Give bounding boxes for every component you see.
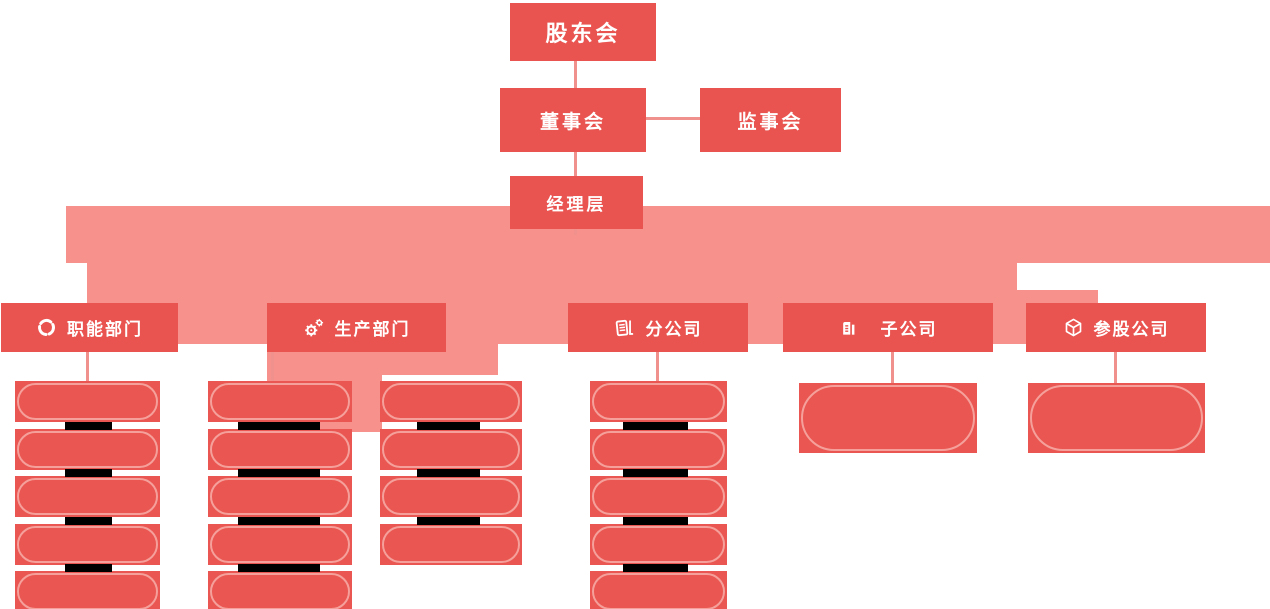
redaction-bar	[417, 516, 480, 525]
connector-invested-col	[1114, 352, 1117, 383]
pill-border	[210, 430, 350, 468]
org-pill	[380, 428, 522, 470]
connector-functional-col	[86, 352, 89, 381]
pill-border	[592, 383, 725, 420]
org-pill	[208, 571, 352, 609]
redaction-bar	[417, 421, 480, 430]
pill-border	[592, 478, 725, 515]
header-branch-label: 分公司	[645, 320, 703, 340]
org-pill	[208, 381, 352, 422]
header-subsidiary-label: 子公司	[880, 320, 938, 340]
pill-border	[382, 383, 520, 420]
pill-border	[210, 478, 350, 515]
node-board: 董事会	[500, 88, 646, 152]
connector-shareholders-board	[574, 61, 577, 88]
pill-border	[801, 385, 975, 451]
org-pill	[590, 428, 727, 470]
pill-border	[17, 573, 158, 609]
cube-icon	[1063, 317, 1084, 338]
org-pill	[799, 383, 977, 453]
header-production-departments: 生产部门	[267, 303, 446, 352]
pill-border	[382, 430, 520, 468]
org-pill	[380, 381, 522, 422]
pill-border	[382, 525, 520, 563]
pill-border	[1030, 385, 1203, 451]
redaction-bar	[238, 469, 320, 477]
header-subsidiary-company: 子公司	[783, 303, 993, 352]
redaction-bar	[417, 469, 480, 477]
pill-border	[592, 525, 725, 563]
org-pill	[590, 381, 727, 422]
redaction-bar	[65, 564, 112, 572]
org-pill	[15, 476, 160, 517]
redaction-bar	[238, 421, 320, 430]
org-pill	[208, 428, 352, 470]
pill-border	[210, 383, 350, 420]
org-pill	[590, 523, 727, 565]
redaction-bar	[623, 516, 688, 525]
redaction-bar	[238, 564, 320, 572]
pill-border	[17, 430, 158, 468]
redaction-bar	[65, 469, 112, 477]
branch-building-icon	[614, 317, 636, 339]
redaction-bar	[65, 421, 112, 430]
connector-production-col	[271, 352, 274, 381]
redaction-bar	[623, 469, 688, 477]
connector-branch-col	[656, 352, 659, 381]
pill-border	[382, 478, 520, 515]
node-management: 经理层	[510, 176, 643, 229]
header-functional-label: 职能部门	[67, 320, 143, 340]
connector-board-supervisors	[646, 117, 700, 120]
header-production-label: 生产部门	[334, 320, 411, 340]
connector-subsidiary-col	[891, 352, 894, 383]
org-pill	[590, 476, 727, 517]
org-pill	[208, 523, 352, 565]
org-pill	[380, 523, 522, 565]
band-main	[66, 206, 1270, 263]
node-board-label: 董事会	[539, 110, 606, 133]
redaction-bar	[238, 516, 320, 525]
connector-management-band	[574, 229, 577, 235]
header-invested-company: 参股公司	[1026, 303, 1206, 352]
pill-border	[17, 478, 158, 515]
header-invested-label: 参股公司	[1093, 320, 1170, 340]
header-branch-company: 分公司	[568, 303, 748, 352]
pill-border	[210, 525, 350, 563]
header-functional-departments: 职能部门	[1, 303, 178, 352]
band-second	[87, 263, 1017, 303]
node-management-label: 经理层	[546, 195, 607, 215]
org-pill	[15, 428, 160, 470]
pill-border	[592, 573, 725, 609]
node-shareholders-label: 股东会	[545, 22, 621, 47]
gears-icon	[303, 317, 325, 339]
circular-arrows-icon	[36, 317, 57, 338]
node-shareholders: 股东会	[510, 3, 656, 61]
pill-border	[592, 430, 725, 468]
redaction-bar	[623, 421, 688, 430]
band-right-step	[1017, 290, 1098, 303]
org-pill	[15, 571, 160, 609]
node-supervisors-label: 监事会	[737, 110, 804, 133]
org-pill	[208, 476, 352, 517]
pill-border	[210, 573, 350, 609]
org-pill	[1028, 383, 1205, 453]
org-pill	[590, 571, 727, 609]
org-pill	[15, 381, 160, 422]
redaction-bar	[65, 516, 112, 525]
node-supervisors: 监事会	[700, 88, 841, 152]
connector-board-management	[574, 152, 577, 176]
subsidiary-building-icon	[839, 318, 859, 338]
org-pill	[380, 476, 522, 517]
redaction-bar	[623, 564, 688, 572]
pill-border	[17, 383, 158, 420]
pill-border	[17, 525, 158, 563]
org-pill	[15, 523, 160, 565]
